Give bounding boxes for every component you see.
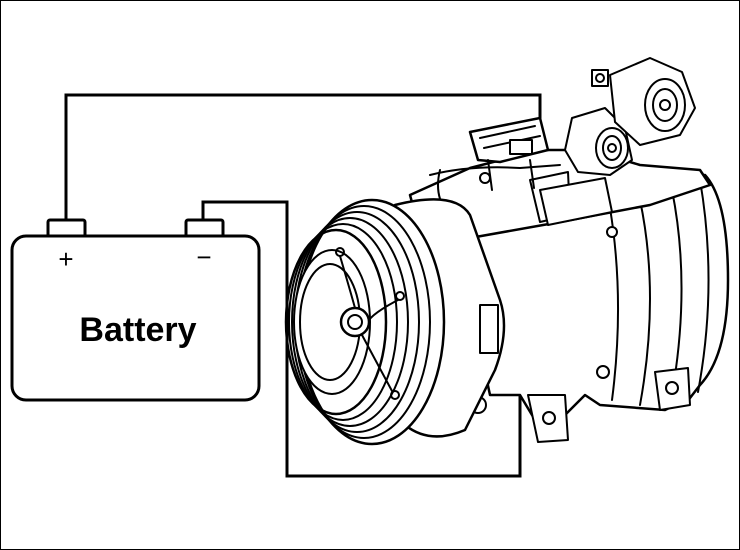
housing-window — [479, 304, 499, 354]
body-bolt-right — [596, 365, 610, 379]
battery-positive-symbol: + — [58, 244, 73, 274]
mounting-lug-bottom — [527, 394, 569, 443]
service-port-left — [564, 107, 633, 176]
service-port-right — [591, 57, 696, 146]
mounting-lug-hole — [542, 411, 556, 425]
compressor-rear-housing — [453, 173, 730, 422]
body-bolt-top — [606, 226, 618, 238]
clutch-hub — [335, 247, 405, 400]
connector-bolt — [479, 172, 491, 184]
hub-rivet-2 — [395, 291, 405, 301]
positive-wire — [64, 93, 542, 222]
battery-icon: + − Battery — [10, 218, 261, 402]
battery-negative-symbol: − — [196, 242, 211, 272]
battery-positive-terminal — [46, 218, 87, 239]
battery-label: Battery — [79, 311, 196, 349]
mounting-lug-right-hole — [665, 381, 679, 395]
battery-negative-terminal — [184, 218, 225, 239]
hub-rivet-3 — [390, 390, 400, 400]
clutch-connector — [468, 116, 550, 191]
clutch-pulley — [284, 198, 446, 446]
mounting-lug-right — [654, 367, 691, 411]
ac-compressor-icon — [284, 57, 730, 446]
ground-contact-boss — [539, 177, 613, 226]
battery-body — [10, 234, 261, 402]
compressor-ribs — [609, 179, 710, 406]
